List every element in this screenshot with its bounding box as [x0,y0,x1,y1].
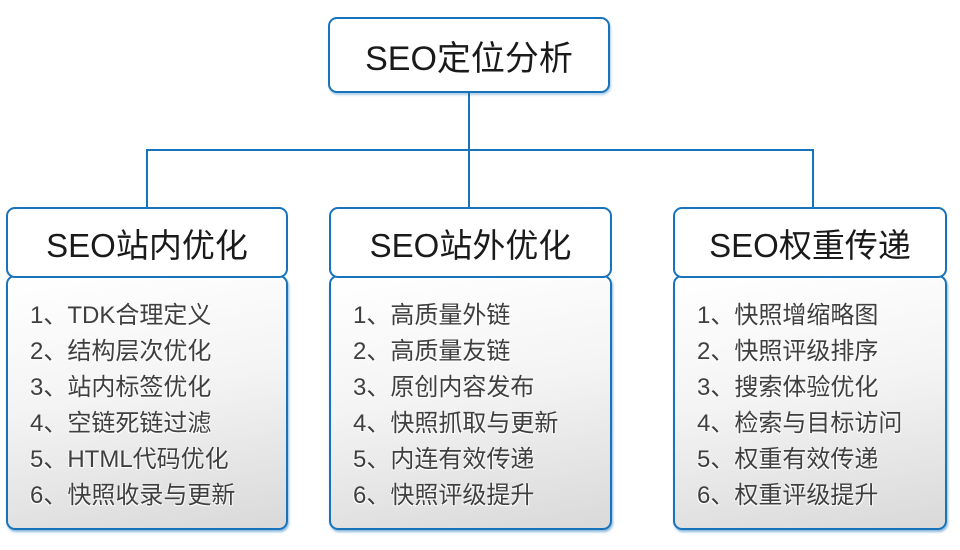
branch-item: 4、空链死链过滤 [30,410,212,437]
branch-item: 4、快照抓取与更新 [353,410,559,437]
root-node: SEO定位分析 [328,17,610,93]
branch-offsite-seo: SEO站外优化 1、高质量外链 2、高质量友链 3、原创内容发布 4、快照抓取与… [329,207,612,530]
branch-offsite-seo-header: SEO站外优化 [329,207,612,278]
branch-weight-transfer-list: 1、快照增缩略图 2、快照评级排序 3、搜索体验优化 4、检索与目标访问 5、权… [673,275,947,530]
branch-item: 5、HTML代码优化 [30,446,229,473]
connector-drop-right [812,149,814,208]
branch-onsite-seo-header: SEO站内优化 [6,207,288,278]
branch-item: 6、快照评级提升 [353,482,535,509]
branch-item: 2、快照评级排序 [697,338,879,365]
branch-item: 5、权重有效传递 [697,446,879,473]
branch-item: 4、检索与目标访问 [697,410,903,437]
connector-drop-center [468,149,470,208]
branch-item: 1、快照增缩略图 [697,302,879,329]
branch-onsite-seo-list: 1、TDK合理定义 2、结构层次优化 3、站内标签优化 4、空链死链过滤 5、H… [6,275,288,530]
branch-item: 2、高质量友链 [353,338,511,365]
branch-weight-transfer-header: SEO权重传递 [673,207,947,278]
branch-item: 2、结构层次优化 [30,338,212,365]
connector-drop-left [146,149,148,208]
connector-root-stem [468,92,470,150]
branch-title: SEO权重传递 [709,226,911,264]
connector-horizontal [146,149,814,151]
branch-item: 3、搜索体验优化 [697,374,879,401]
root-node-label: SEO定位分析 [365,39,573,78]
branch-onsite-seo: SEO站内优化 1、TDK合理定义 2、结构层次优化 3、站内标签优化 4、空链… [6,207,288,530]
branch-item: 6、快照收录与更新 [30,482,236,509]
branch-weight-transfer: SEO权重传递 1、快照增缩略图 2、快照评级排序 3、搜索体验优化 4、检索与… [673,207,947,530]
branch-item: 1、TDK合理定义 [30,302,212,329]
branch-title: SEO站内优化 [46,226,248,264]
branch-title: SEO站外优化 [369,226,572,264]
branch-item: 6、权重评级提升 [697,482,879,509]
branch-item: 1、高质量外链 [353,302,511,329]
branch-item: 3、站内标签优化 [30,374,212,401]
branch-item: 5、内连有效传递 [353,446,535,473]
branch-item: 3、原创内容发布 [353,374,535,401]
branch-offsite-seo-list: 1、高质量外链 2、高质量友链 3、原创内容发布 4、快照抓取与更新 5、内连有… [329,275,612,530]
